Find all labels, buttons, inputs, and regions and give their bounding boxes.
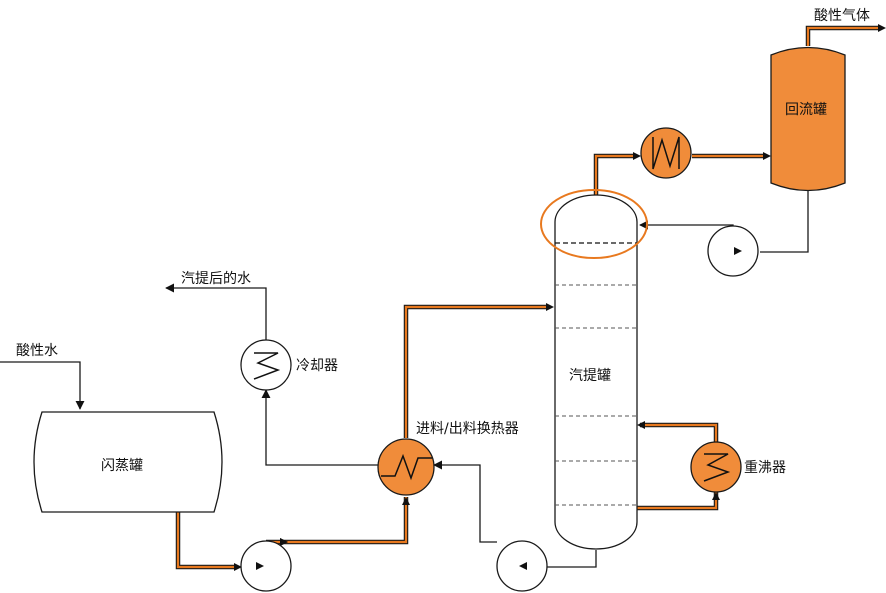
stripped-water-outlet-line [165, 283, 267, 341]
condenser [640, 127, 692, 179]
reflux-pump [707, 225, 759, 277]
reboiler [690, 441, 742, 493]
feed-exchanger-label: 进料/出料换热器 [416, 420, 519, 437]
acidic-water-label: 酸性水 [16, 343, 58, 359]
bottoms-pump [496, 540, 548, 592]
column-top-highlight [540, 189, 648, 259]
feed-effluent-exchanger [377, 438, 435, 496]
stripper-to-bottoms-pump-line [524, 550, 597, 572]
flash-tank [33, 411, 223, 513]
exchanger-to-cooler-line [261, 389, 378, 466]
acidic-water-inlet-line [0, 361, 85, 410]
reflux-drum-label: 回流罐 [785, 102, 827, 118]
stripper-column [554, 194, 638, 550]
reflux-drum [770, 46, 846, 192]
stripper-label: 汽提罐 [569, 368, 611, 384]
flash-tank-label: 闪蒸罐 [101, 458, 143, 474]
cooler-label: 冷却器 [296, 358, 338, 374]
feed-pump [240, 540, 292, 592]
cooler [240, 339, 292, 391]
flow-arrows [234, 24, 886, 571]
reflux-drum-to-pump-line [760, 190, 809, 253]
stripped-water-label: 汽提后的水 [181, 271, 251, 287]
acid-gas-label: 酸性气体 [814, 8, 870, 24]
bottoms-pump-to-exchanger-line [433, 460, 497, 543]
reboiler-label: 重沸器 [744, 460, 786, 476]
reflux-pump-to-stripper-line [639, 220, 734, 230]
